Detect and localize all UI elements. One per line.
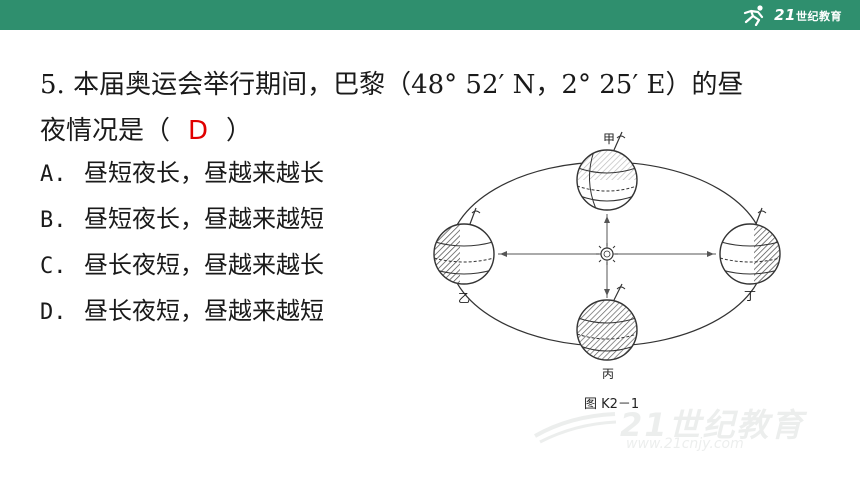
answer-mark: D [188,116,209,146]
globe-right: 丁 [719,207,781,303]
sun-icon [596,243,618,265]
logo-text: 21世纪教育 [774,6,842,24]
question-line-2: 夜情况是（D） [40,108,830,154]
option-c: C.昼长夜短，昼越来越长 [40,251,324,279]
figure-caption: 图 K2－1 [584,397,640,412]
svg-text:乙: 乙 [458,291,470,305]
question-line-1: 5. 本届奥运会举行期间，巴黎（48° 52′ N，2° 25′ E）的昼 [40,70,744,100]
header-bar: 21世纪教育 [0,0,860,30]
brand-logo: 21世纪教育 [740,3,842,27]
svg-text:丙: 丙 [602,367,614,381]
globe-bottom: 丙 [576,283,638,381]
globe-top: 甲 [576,131,638,211]
option-d: D.昼长夜短，昼越来越短 [40,297,324,325]
option-list: A.昼短夜长，昼越来越长 B.昼短夜长，昼越来越短 C.昼长夜短，昼越来越长 D… [40,150,324,334]
option-b: B.昼短夜长，昼越来越短 [40,205,324,233]
earth-orbit-diagram: 甲 乙 丁 [433,131,781,381]
globe-left: 乙 [433,207,495,305]
runner-icon [744,5,764,26]
option-a: A.昼短夜长，昼越来越长 [40,159,324,187]
question-stem: 5. 本届奥运会举行期间，巴黎（48° 52′ N，2° 25′ E）的昼 夜情… [40,62,830,154]
svg-text:丁: 丁 [744,289,756,303]
svg-text:甲: 甲 [603,132,615,146]
